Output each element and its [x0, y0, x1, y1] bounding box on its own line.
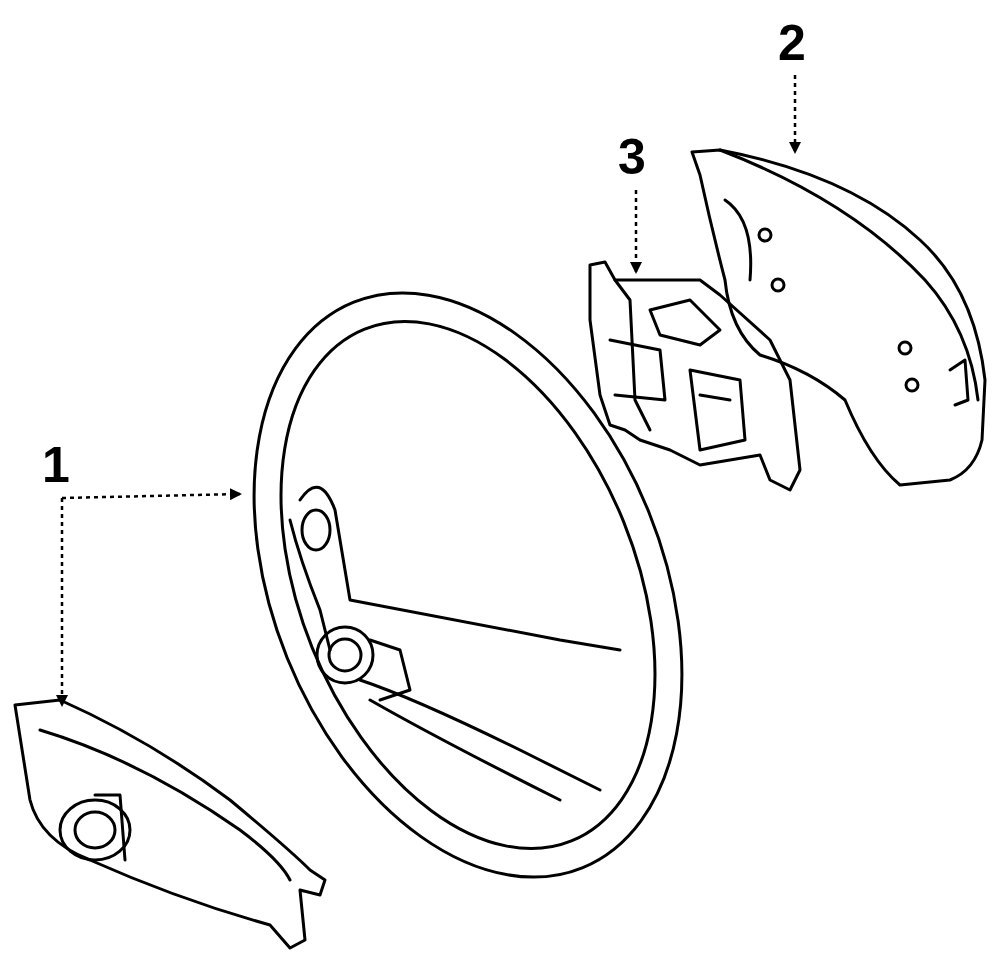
callout-number: 1 [42, 440, 70, 490]
callout-number: 3 [618, 132, 646, 182]
callout-number: 2 [778, 18, 806, 68]
